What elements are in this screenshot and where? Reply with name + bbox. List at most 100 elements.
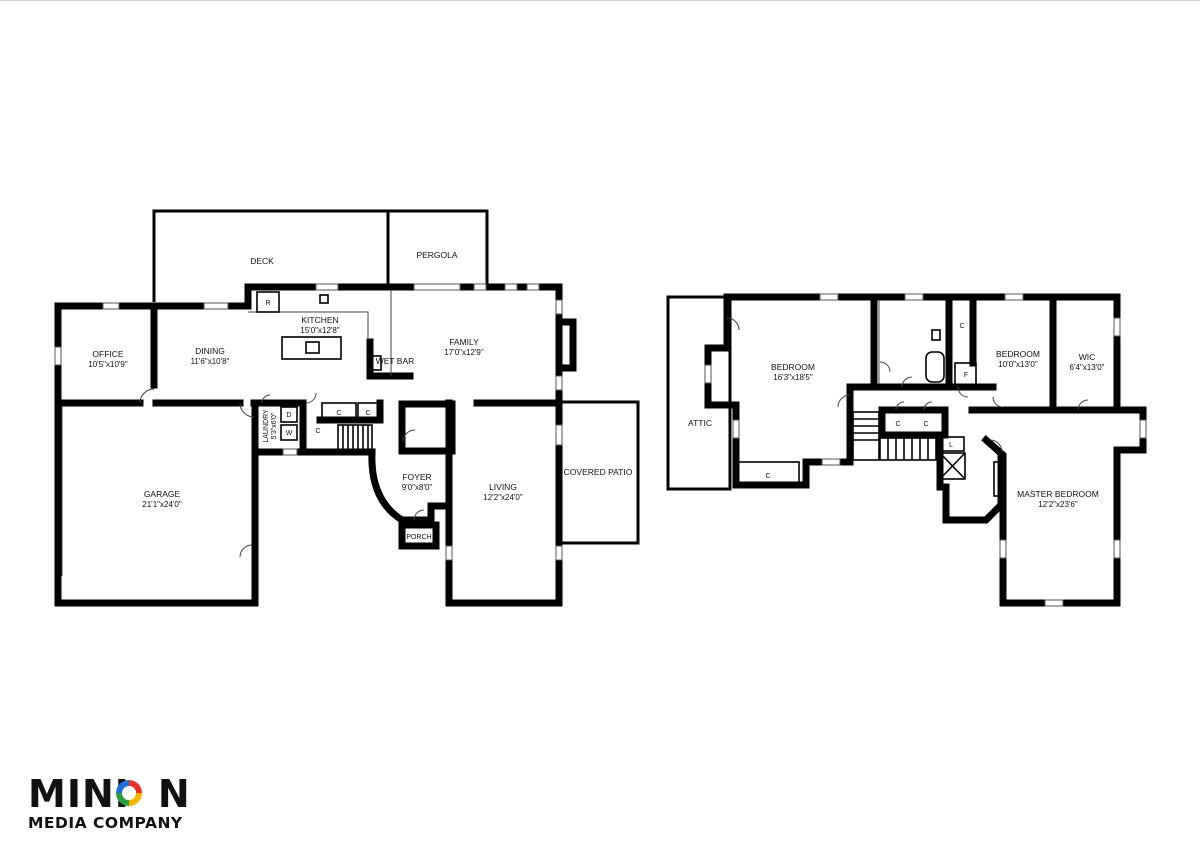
window — [819, 293, 839, 301]
window — [282, 448, 298, 456]
wet-bar-label: WET BAR — [376, 356, 415, 366]
closet-label: C — [336, 410, 341, 417]
door-swing — [957, 386, 969, 398]
window — [904, 293, 924, 301]
hall-north-wall — [846, 383, 997, 466]
attic-outline — [666, 295, 732, 491]
dining-label: DINING — [195, 346, 225, 356]
window — [526, 283, 540, 291]
door-swing — [726, 317, 740, 331]
window — [732, 419, 740, 439]
stairs-first-floor — [337, 424, 373, 451]
door-swing — [239, 544, 253, 558]
closet-label: C — [959, 323, 964, 330]
window — [1113, 539, 1121, 559]
kitchen-size: 15'0"x12'8" — [300, 326, 340, 335]
powder-room-wall — [398, 400, 456, 455]
window — [1113, 317, 1121, 337]
window — [555, 424, 563, 446]
foyer-south-wall — [398, 502, 453, 524]
window — [1044, 599, 1064, 607]
closet-wall — [316, 399, 384, 424]
window — [445, 545, 453, 561]
cooktop — [305, 341, 320, 354]
closet-label: C — [365, 410, 370, 417]
second-floor — [666, 293, 1147, 607]
closet-label: C — [923, 421, 928, 428]
door-swing — [895, 401, 905, 411]
door-swing — [402, 429, 416, 443]
wet-bar-wall — [366, 338, 414, 380]
living-wall — [445, 398, 563, 607]
deck-label: DECK — [250, 256, 274, 266]
office-wall — [54, 302, 158, 607]
closet-label: C — [765, 473, 770, 480]
garage-size: 21'1"x24'0" — [142, 500, 182, 509]
closet-box — [736, 461, 800, 486]
garage-label: GARAGE — [144, 489, 181, 499]
shower — [939, 452, 966, 480]
attic-label: ATTIC — [688, 418, 712, 428]
porch-wall — [398, 521, 440, 550]
wic-label: WIC — [1079, 352, 1096, 362]
laundry-label: LAUNDRY — [263, 409, 270, 443]
covered-patio-label: COVERED PATIO — [564, 467, 633, 477]
linen-label: L — [949, 442, 953, 449]
window — [203, 302, 229, 310]
family-size: 17'0"x12'9" — [444, 348, 484, 357]
logo-word-left: MINI — [28, 772, 130, 816]
window — [315, 283, 339, 291]
fireplace — [555, 318, 577, 372]
kitchen-sink — [319, 294, 329, 304]
refrigerator-box — [256, 291, 280, 313]
kitchen-counter — [248, 311, 369, 340]
linen-closet — [937, 436, 965, 452]
foyer-curve-wall — [368, 448, 407, 525]
refrigerator-label: R — [265, 300, 270, 307]
door-swing — [1077, 399, 1089, 411]
dining-size: 11'6"x10'8" — [191, 357, 230, 366]
window — [102, 302, 120, 310]
window — [555, 299, 563, 315]
bedroom-size: 16'3"x18'5" — [773, 373, 813, 382]
foyer-size: 9'0"x8'0" — [402, 483, 433, 492]
window — [1004, 293, 1024, 301]
office-label: OFFICE — [92, 349, 123, 359]
bathtub — [925, 351, 945, 383]
wic-size: 6'4"x13'0" — [1070, 363, 1105, 372]
window — [473, 283, 487, 291]
door-swing — [992, 396, 1004, 408]
pergola-label: PERGOLA — [416, 250, 457, 260]
furnace-label: F — [964, 372, 968, 379]
kitchen-label: KITCHEN — [301, 315, 338, 325]
closet-label: C — [315, 428, 320, 435]
dryer-label: D — [286, 412, 291, 419]
door-swing — [261, 394, 271, 404]
living-label: LIVING — [489, 482, 517, 492]
washer-box — [280, 424, 298, 441]
window — [821, 458, 841, 466]
toilet — [931, 329, 941, 341]
window — [54, 346, 62, 366]
door-swing — [879, 361, 891, 373]
window — [999, 539, 1007, 559]
second-floor-outer-wall — [723, 293, 1147, 607]
laundry-size: 5'3"x6'0" — [271, 412, 278, 439]
hall-closets — [878, 406, 949, 439]
bedroom-2-label: BEDROOM — [996, 349, 1040, 359]
logo-ring-icon — [116, 780, 142, 806]
porch-label: PORCH — [406, 534, 431, 541]
closet-label: C — [895, 421, 900, 428]
door-swing — [305, 392, 317, 404]
bedroom-2-size: 10'0"x13'0" — [998, 360, 1038, 369]
family-label: FAMILY — [449, 337, 479, 347]
window — [555, 545, 563, 561]
window — [413, 283, 461, 291]
window — [504, 283, 518, 291]
deck-outline — [152, 209, 489, 302]
washer-label: W — [286, 430, 293, 437]
master-bath-wall — [936, 431, 1005, 524]
